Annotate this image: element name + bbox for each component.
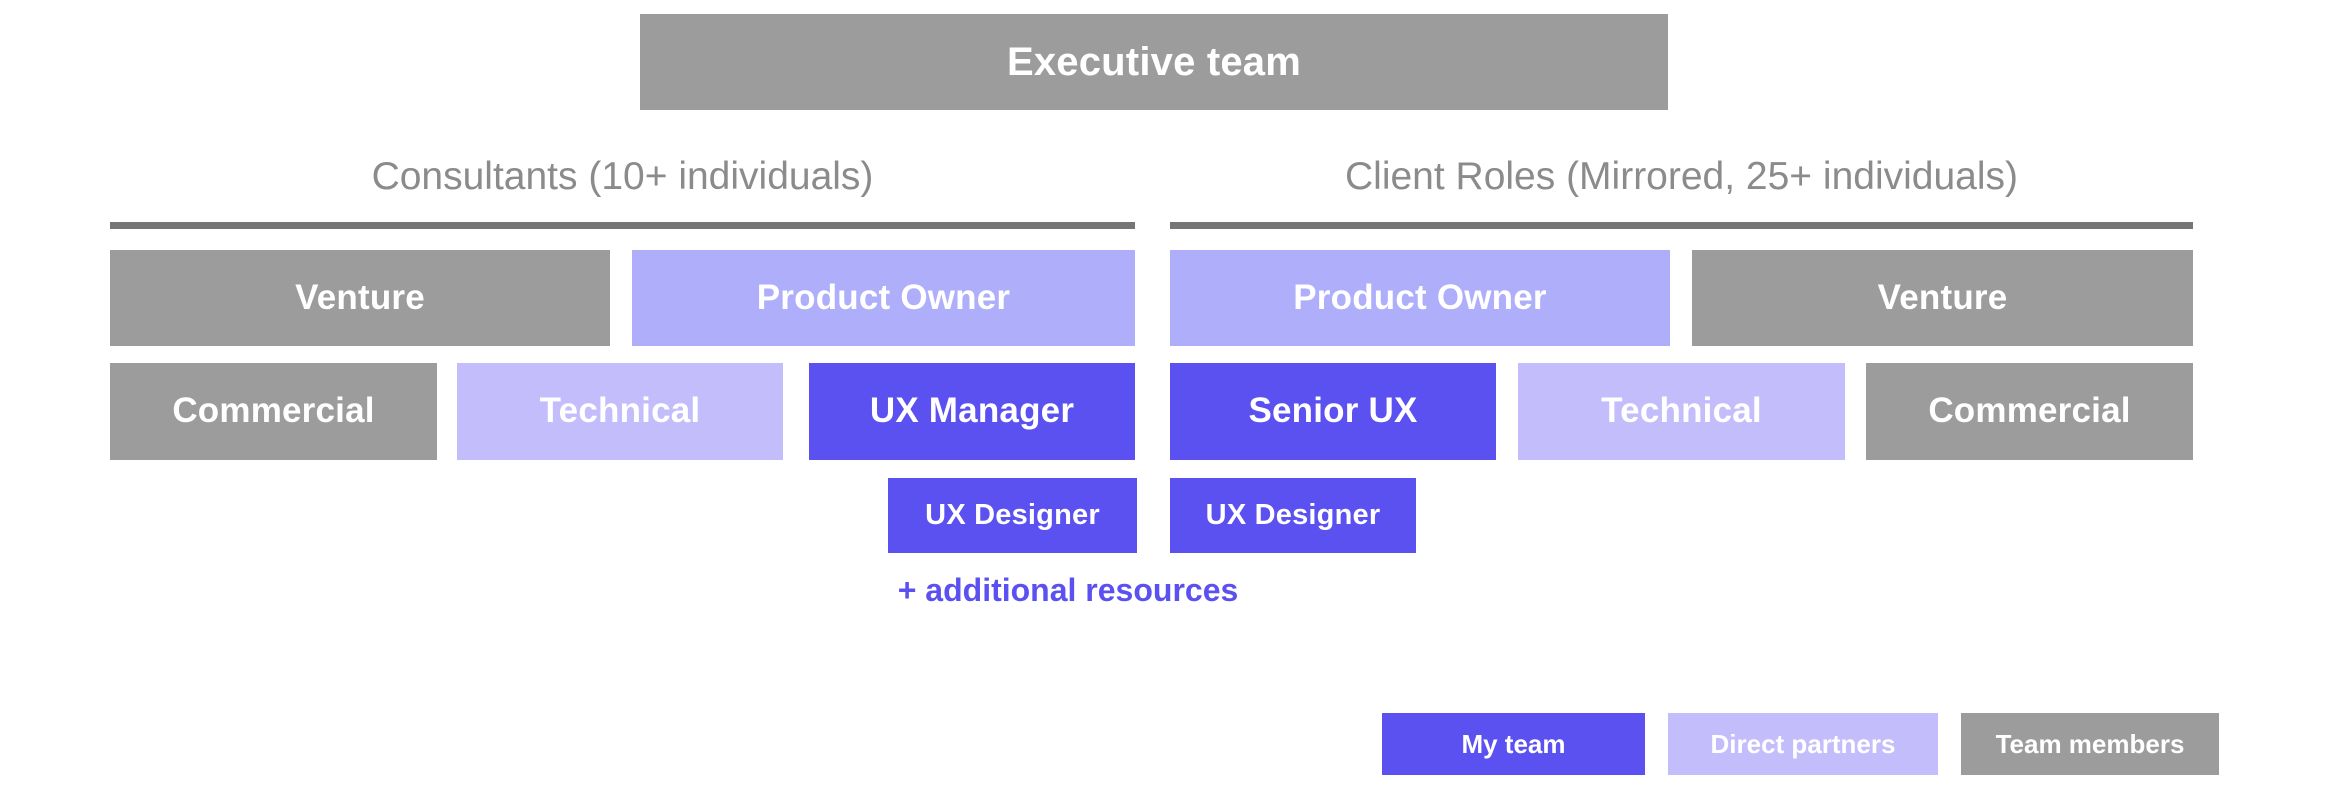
client-roles-divider-rule <box>1170 222 2193 229</box>
client-senior-ux-box[interactable]: Senior UX <box>1170 363 1496 460</box>
consultants-technical-box[interactable]: Technical <box>457 363 783 460</box>
legend-label: My team <box>1461 728 1566 759</box>
role-label: Venture <box>295 277 425 317</box>
legend-item-team-members[interactable]: Team members <box>1961 713 2219 775</box>
client-roles-column-heading: Client Roles (Mirrored, 25+ individuals) <box>1344 155 2019 198</box>
consultants-ux-manager-box[interactable]: UX Manager <box>809 363 1135 460</box>
additional-resources-note: + additional resources <box>897 572 1239 608</box>
role-label: UX Designer <box>925 498 1100 531</box>
legend-item-direct-partners[interactable]: Direct partners <box>1668 713 1938 775</box>
client-venture-box[interactable]: Venture <box>1692 250 2193 346</box>
legend-item-my-team[interactable]: My team <box>1382 713 1645 775</box>
client-commercial-box[interactable]: Commercial <box>1866 363 2193 460</box>
consultants-divider-rule <box>110 222 1135 229</box>
consultants-column-heading: Consultants (10+ individuals) <box>371 155 874 198</box>
role-label: Venture <box>1877 277 2008 317</box>
role-label: Product Owner <box>756 277 1011 317</box>
executive-team-box[interactable]: Executive team <box>640 14 1668 110</box>
role-label: Product Owner <box>1293 277 1547 317</box>
role-label: Technical <box>1601 391 1762 431</box>
client-product-owner-box[interactable]: Product Owner <box>1170 250 1670 346</box>
role-label: UX Designer <box>1205 498 1381 531</box>
legend: My team Direct partners Team members <box>1382 713 2219 775</box>
legend-label: Team members <box>1995 728 2185 759</box>
executive-team-label: Executive team <box>1006 40 1302 84</box>
role-label: Senior UX <box>1248 391 1418 431</box>
role-label: Commercial <box>172 391 375 431</box>
consultants-commercial-box[interactable]: Commercial <box>110 363 437 460</box>
consultants-ux-designer-box[interactable]: UX Designer <box>888 478 1137 553</box>
client-ux-designer-box[interactable]: UX Designer <box>1170 478 1416 553</box>
consultants-venture-box[interactable]: Venture <box>110 250 610 346</box>
legend-label: Direct partners <box>1710 728 1896 759</box>
role-label: Commercial <box>1928 391 2131 431</box>
client-technical-box[interactable]: Technical <box>1518 363 1845 460</box>
role-label: UX Manager <box>869 391 1075 431</box>
role-label: Technical <box>539 391 701 431</box>
consultants-product-owner-box[interactable]: Product Owner <box>632 250 1135 346</box>
